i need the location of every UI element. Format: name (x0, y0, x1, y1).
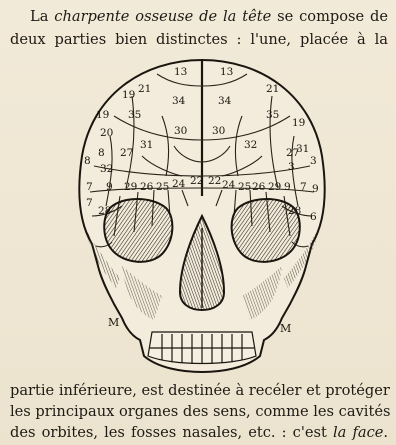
svg-text:21: 21 (138, 83, 151, 95)
svg-text:25: 25 (156, 181, 169, 193)
svg-text:13: 13 (220, 66, 233, 78)
svg-text:9: 9 (312, 183, 319, 195)
label-m-right: M (280, 322, 291, 335)
svg-text:32: 32 (244, 139, 257, 151)
paragraph-line-2: deux parties bien distinctes : l'une, pl… (10, 31, 388, 49)
svg-text:35: 35 (266, 109, 279, 121)
svg-text:31: 31 (140, 139, 153, 151)
phrenology-skull-figure: 13 13 19 21 21 34 34 35 35 19 19 30 30 2… (62, 56, 342, 376)
text-run: La (30, 8, 48, 25)
svg-text:19: 19 (122, 89, 135, 101)
svg-text:22: 22 (190, 175, 203, 187)
svg-text:29: 29 (268, 181, 281, 193)
svg-text:19: 19 (96, 109, 109, 121)
paragraph-line-5: des orbites, les fosses nasales, etc. : … (10, 424, 388, 442)
svg-text:13: 13 (174, 66, 187, 78)
svg-text:20: 20 (100, 127, 113, 139)
italic-run: la face (333, 424, 383, 441)
svg-text:9: 9 (284, 181, 291, 193)
text-run: se compose de (277, 8, 388, 25)
svg-text:34: 34 (172, 95, 186, 107)
paragraph-line-3: partie inférieure, est destinée à recéle… (10, 382, 388, 400)
svg-text:6: 6 (310, 211, 317, 223)
svg-text:30: 30 (212, 125, 225, 137)
svg-text:32: 32 (100, 163, 113, 175)
svg-text:8: 8 (84, 155, 91, 167)
svg-text:9: 9 (106, 181, 113, 193)
svg-text:31: 31 (296, 143, 309, 155)
svg-text:7: 7 (86, 181, 93, 193)
svg-text:19: 19 (292, 117, 305, 129)
text-run: . (383, 424, 388, 441)
svg-text:26: 26 (252, 181, 266, 193)
svg-text:24: 24 (172, 178, 186, 190)
svg-text:7: 7 (86, 197, 93, 209)
svg-text:24: 24 (222, 179, 236, 191)
svg-text:3: 3 (288, 161, 295, 173)
svg-text:35: 35 (128, 109, 141, 121)
svg-text:22: 22 (208, 175, 221, 187)
svg-text:27: 27 (120, 147, 133, 159)
svg-text:25: 25 (238, 181, 251, 193)
svg-text:8: 8 (98, 147, 105, 159)
paragraph-line-1: La charpente osseuse de la tête se compo… (30, 8, 388, 26)
italic-run: charpente osseuse de la tête (54, 8, 271, 25)
svg-text:7: 7 (300, 181, 307, 193)
svg-text:26: 26 (140, 181, 154, 193)
svg-text:29: 29 (124, 181, 137, 193)
right-orbit (232, 199, 300, 262)
svg-text:21: 21 (266, 83, 279, 95)
left-orbit (104, 199, 172, 262)
paragraph-line-4: les principaux organes des sens, comme l… (10, 403, 388, 421)
label-m-left: M (108, 316, 119, 329)
svg-text:3: 3 (310, 155, 317, 167)
svg-text:30: 30 (174, 125, 187, 137)
teeth (148, 332, 256, 364)
svg-text:34: 34 (218, 95, 232, 107)
text-run: des orbites, les fosses nasales, etc. : … (10, 424, 327, 441)
